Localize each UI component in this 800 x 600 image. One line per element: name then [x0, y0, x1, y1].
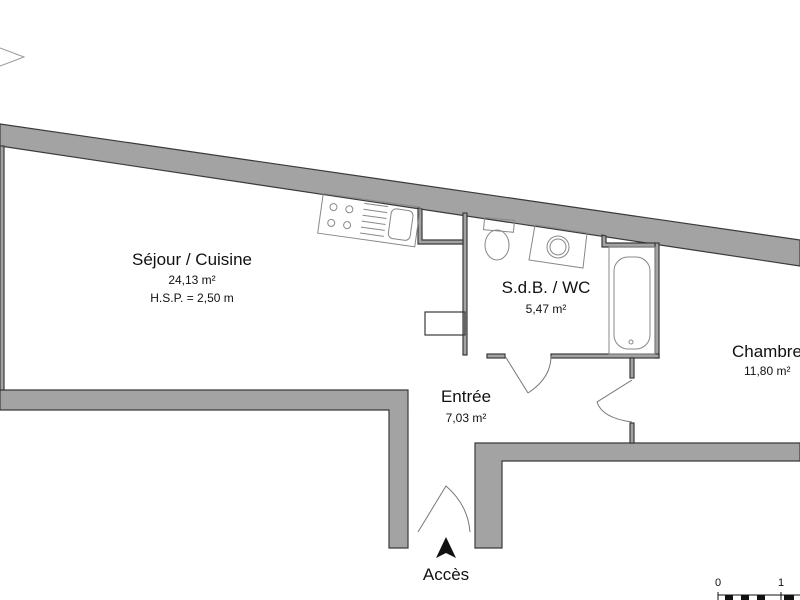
scale-label-mark: 1: [777, 577, 785, 589]
sink-icon: [528, 224, 588, 269]
scale-label-start: 0: [714, 577, 722, 589]
bathroom-bottom-wall-left: [486, 353, 506, 359]
bathroom-right-wall: [654, 242, 660, 359]
top-wall: [0, 123, 800, 267]
bathroom-bottom-wall-right: [550, 353, 660, 359]
chambre-door[interactable]: [596, 379, 633, 423]
room-name-bathroom: S.d.B. / WC: [501, 278, 591, 297]
entrance-label: Accès: [422, 565, 470, 584]
bathtub-icon: [608, 246, 656, 355]
right-bottom-wall: [474, 442, 800, 549]
ceiling-height: H.S.P. = 2,50 m: [150, 291, 234, 305]
room-area-bathroom: 5,47 m²: [525, 302, 567, 316]
room-area-sejour: 24,13 m²: [168, 273, 216, 287]
room-name-sejour: Séjour / Cuisine: [131, 250, 253, 269]
chambre-partition-top: [629, 357, 635, 379]
room-name-chambre: Chambre: [732, 342, 800, 361]
chambre-partition-bottom: [629, 422, 635, 444]
left-bottom-wall: [0, 389, 409, 549]
left-wall: [0, 145, 5, 391]
bathroom-door[interactable]: [504, 355, 552, 394]
duct-box: [424, 311, 466, 336]
scale-bar: [717, 592, 800, 600]
toilet-icon: [482, 217, 516, 261]
closet-wall: [417, 207, 464, 245]
entrance-door[interactable]: [417, 485, 471, 533]
entrance-arrow-icon: [436, 537, 456, 558]
doors: [417, 355, 633, 533]
room-area-chambre: 11,80 m²: [744, 364, 791, 378]
compass-icon: [0, 47, 26, 67]
kitchen-counter: [317, 192, 421, 248]
room-area-entree: 7,03 m²: [445, 411, 487, 425]
room-name-entree: Entrée: [440, 387, 492, 406]
duct-wall: [601, 234, 656, 248]
bathroom-left-wall: [462, 212, 468, 356]
